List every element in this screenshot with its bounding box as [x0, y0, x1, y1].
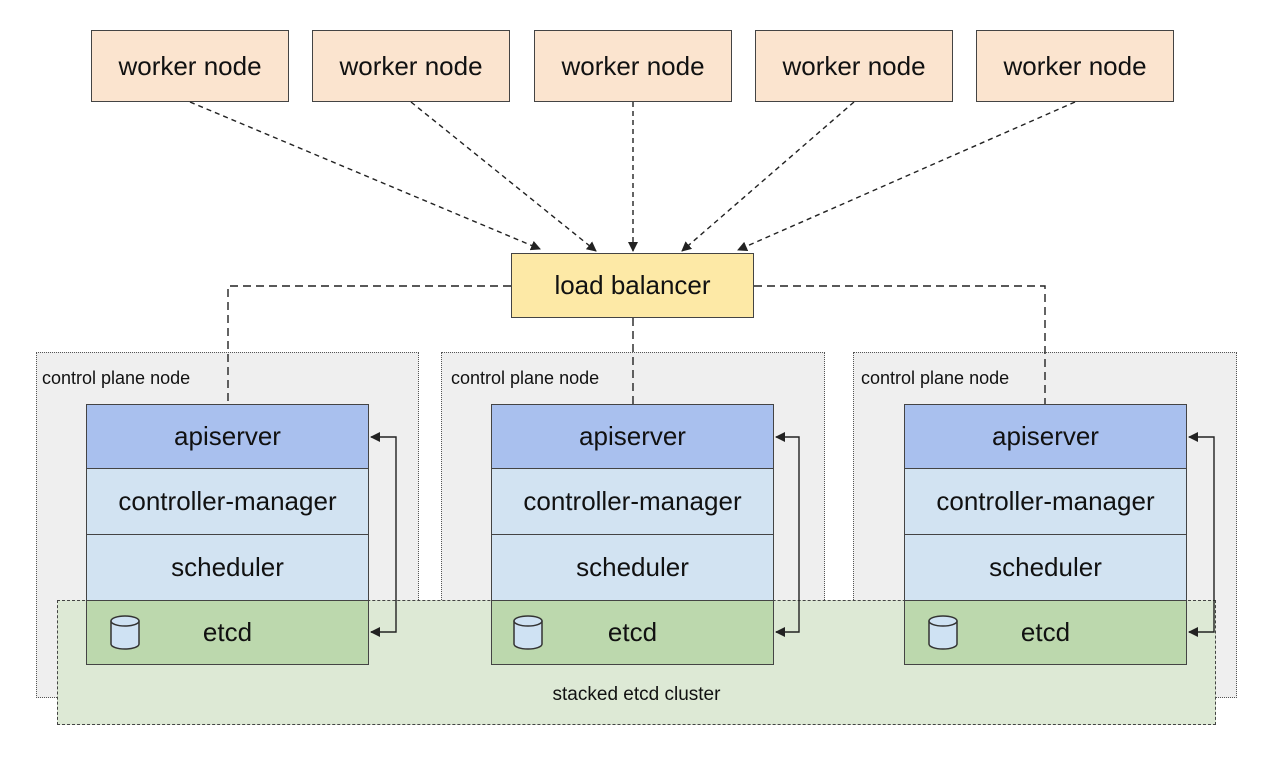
scheduler: scheduler	[904, 534, 1187, 601]
control-plane-node-label: control plane node	[861, 368, 1010, 388]
etcd-label: etcd	[1020, 617, 1071, 647]
etcd: etcd	[904, 600, 1187, 665]
worker-arrow	[681, 101, 855, 252]
apiserver: apiserver	[904, 404, 1187, 469]
worker-node-5: worker node	[976, 30, 1174, 102]
apiserver: apiserver	[86, 404, 369, 469]
worker-arrow	[189, 101, 541, 251]
worker-arrow	[737, 101, 1076, 251]
scheduler: scheduler	[491, 534, 774, 601]
etcd: etcd	[491, 600, 774, 665]
scheduler: scheduler	[86, 534, 369, 601]
load-balancer: load balancer	[511, 253, 754, 318]
controller-manager: controller-manager	[491, 468, 774, 535]
etcd: etcd	[86, 600, 369, 665]
stacked-etcd-cluster-label: stacked etcd cluster	[552, 684, 721, 705]
etcd-label: etcd	[202, 617, 253, 647]
apiserver: apiserver	[491, 404, 774, 469]
worker-node-3: worker node	[534, 30, 732, 102]
worker-arrow	[410, 101, 597, 252]
etcd-label: etcd	[607, 617, 658, 647]
worker-node-4: worker node	[755, 30, 953, 102]
control-plane-node-label: control plane node	[451, 368, 600, 388]
worker-node-2: worker node	[312, 30, 510, 102]
controller-manager: controller-manager	[86, 468, 369, 535]
worker-to-lb-arrows	[189, 101, 1076, 252]
control-plane-node-label: control plane node	[42, 368, 191, 388]
controller-manager: controller-manager	[904, 468, 1187, 535]
worker-node-1: worker node	[91, 30, 289, 102]
